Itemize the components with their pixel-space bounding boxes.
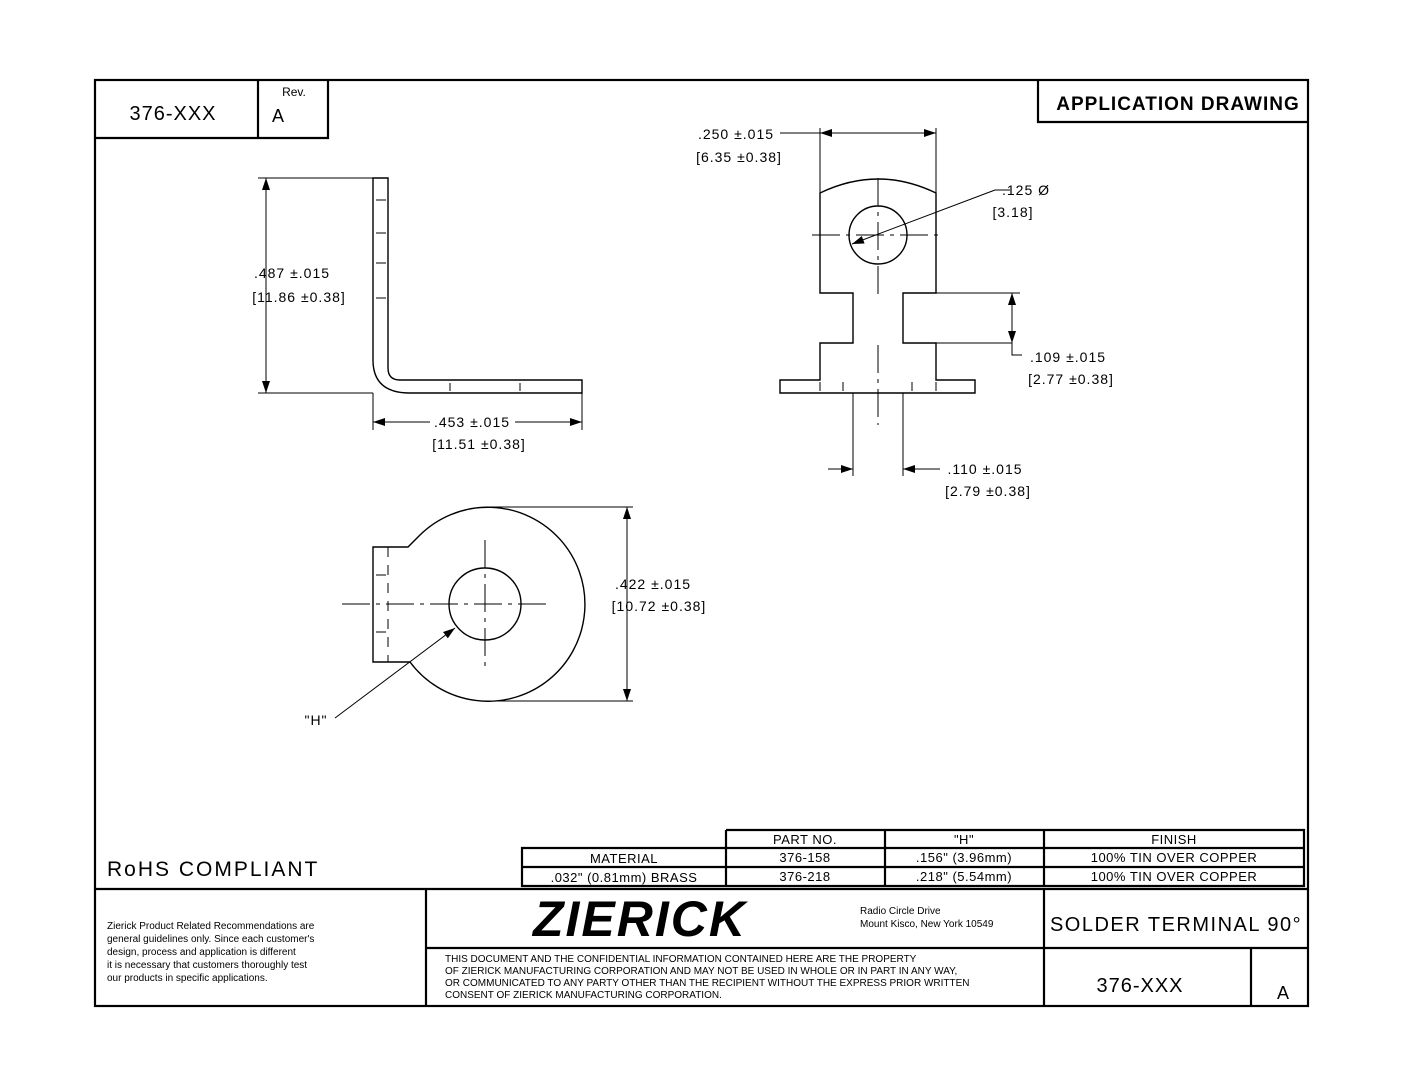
drawing-title: SOLDER TERMINAL 90°	[1050, 914, 1302, 936]
front-view: .250 ±.015 [6.35 ±0.38] .125 Ø [3.18] .1…	[696, 126, 1114, 499]
sheet-border	[93, 78, 1310, 1008]
row2-part: 376-218	[779, 869, 830, 884]
disclaimer-line: our products in specific applications.	[107, 973, 268, 984]
disclaimer-line: it is necessary that customers thoroughl…	[107, 960, 307, 971]
dim-slot-depth-mm: [2.77 ±0.38]	[1028, 371, 1114, 387]
dim-slot-depth: .109 ±.015	[1030, 349, 1106, 365]
dim-height: .487 ±.015	[254, 265, 330, 281]
drawing-type: APPLICATION DRAWING	[1056, 94, 1299, 115]
disclaimer-line: Zierick Product Related Recommendations …	[107, 921, 315, 932]
side-view: .487 ±.015 [11.86 ±0.38] .453 ±.015 [11.…	[252, 177, 583, 452]
dim-slot-width-mm: [2.79 ±0.38]	[945, 483, 1031, 499]
row1-finish: 100% TIN OVER COPPER	[1091, 850, 1258, 865]
h-label: "H"	[304, 712, 327, 728]
drawing-type-box: APPLICATION DRAWING	[1036, 80, 1308, 124]
zierick-logo: ZIERICK	[531, 891, 749, 947]
title-rev: A	[1277, 983, 1289, 1003]
header-part-number: 376-XXX	[129, 103, 216, 125]
dim-height-mm: [11.86 ±0.38]	[252, 289, 346, 305]
header-finish: FINISH	[1151, 832, 1197, 847]
title-part-number: 376-XXX	[1096, 975, 1183, 997]
address-line: Mount Kisco, New York 10549	[860, 919, 994, 930]
part-number-box: 376-XXX Rev. A	[95, 80, 330, 140]
confidential-line: OF ZIERICK MANUFACTURING CORPORATION AND…	[445, 966, 957, 977]
confidential-line: CONSENT OF ZIERICK MANUFACTURING CORPORA…	[445, 990, 722, 1001]
material-label: MATERIAL	[590, 851, 658, 866]
header-h: "H"	[954, 832, 974, 847]
part-table: PART NO. "H" FINISH MATERIAL .032" (0.81…	[520, 828, 1306, 888]
top-view: .422 ±.015 [10.72 ±0.38] "H"	[304, 506, 707, 728]
row1-part: 376-158	[779, 850, 830, 865]
row2-finish: 100% TIN OVER COPPER	[1091, 869, 1258, 884]
material-value: .032" (0.81mm) BRASS	[551, 870, 698, 885]
rohs-compliant: RoHS COMPLIANT	[107, 858, 319, 881]
disclaimer-line: general guidelines only. Since each cust…	[107, 934, 314, 945]
dim-diameter-mm: [10.72 ±0.38]	[612, 598, 707, 614]
disclaimer: Zierick Product Related Recommendations …	[107, 921, 315, 984]
dim-diameter: .422 ±.015	[615, 576, 691, 592]
title-block: Zierick Product Related Recommendations …	[95, 887, 1308, 1006]
row1-h: .156" (3.96mm)	[916, 850, 1012, 865]
dim-hole-mm: [3.18]	[992, 204, 1033, 220]
rev-value: A	[272, 106, 284, 126]
confidential-line: OR COMMUNICATED TO ANY PARTY OTHER THAN …	[445, 978, 970, 989]
confidential-line: THIS DOCUMENT AND THE CONFIDENTIAL INFOR…	[445, 954, 917, 965]
dim-length: .453 ±.015	[434, 414, 510, 430]
disclaimer-line: design, process and application is diffe…	[107, 947, 296, 958]
dim-hole: .125 Ø	[1002, 182, 1050, 198]
dim-width: .250 ±.015	[698, 126, 774, 142]
header-part-no: PART NO.	[773, 832, 837, 847]
dim-width-mm: [6.35 ±0.38]	[696, 149, 782, 165]
row2-h: .218" (5.54mm)	[916, 869, 1012, 884]
address-line: Radio Circle Drive	[860, 906, 941, 917]
dim-slot-width: .110 ±.015	[947, 461, 1022, 477]
dim-length-mm: [11.51 ±0.38]	[432, 436, 526, 452]
rev-label: Rev.	[282, 85, 306, 99]
